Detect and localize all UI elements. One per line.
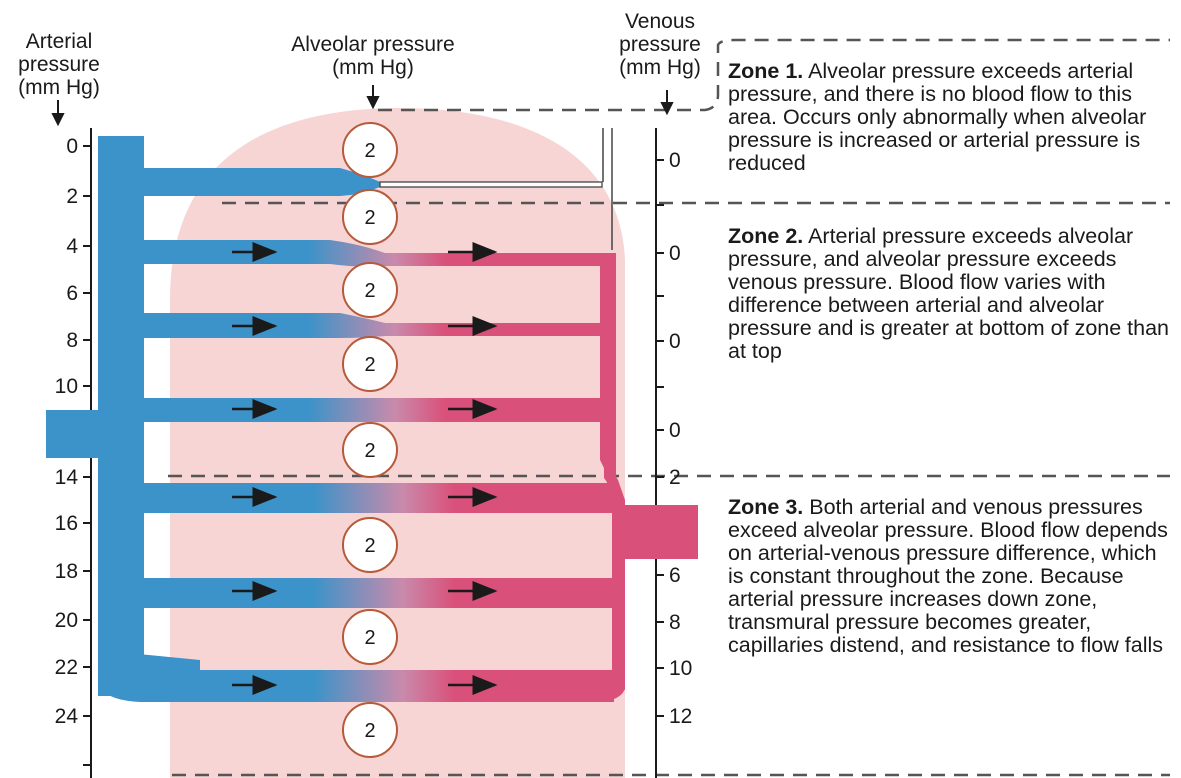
- arterial-header-line-2: pressure: [18, 53, 100, 76]
- zone-1-description: Zone 1. Alveolar pressure exceeds arteri…: [728, 60, 1178, 175]
- zone-2-description: Zone 2. Arterial pressure exceeds alveol…: [728, 225, 1178, 363]
- venous-tick-label: 2: [669, 466, 681, 489]
- alveolus-circle: [342, 609, 398, 665]
- venous-tick-label: 0: [669, 149, 681, 172]
- alveolar-pressure-label: 2: [364, 207, 375, 229]
- zone-1-title: Zone 1.: [728, 59, 804, 83]
- alveolar-pressure-label: 2: [364, 535, 375, 557]
- venous-trunk-main: [604, 253, 616, 478]
- arterial-pressure-header: Arterial pressure (mm Hg): [4, 30, 114, 99]
- vessel-zone2-c: [144, 398, 600, 422]
- zone-boundaries: [168, 38, 1170, 777]
- venous-tick-label: 0: [669, 242, 681, 265]
- alveolus-circle: [342, 122, 398, 178]
- alveolus-circle: [342, 189, 398, 245]
- venous-header-line-1: Venous: [624, 10, 696, 33]
- alveolar-header-line-2: (mm Hg): [332, 56, 414, 79]
- arterial-tick-label: 6: [66, 282, 78, 305]
- arterial-tick-label: 18: [55, 560, 78, 583]
- arterial-tick-label: 22: [55, 656, 78, 679]
- arterial-tick-label: 16: [55, 512, 78, 535]
- alveolar-pressure-label: 2: [364, 140, 375, 162]
- venous-tick-label: 10: [669, 657, 692, 680]
- arterial-inlet: [46, 410, 102, 458]
- vessel-zone1: [144, 168, 600, 196]
- zone-1-text: Alveolar pressure exceeds arterial press…: [728, 59, 1147, 175]
- vessel-zone3-a: [144, 483, 614, 513]
- venous-tick-label: 0: [669, 419, 681, 442]
- venous-header-line-3: (mm Hg): [619, 56, 701, 79]
- zone1-top-boundary: [378, 38, 1170, 112]
- alveolar-pressure-label: 2: [364, 440, 375, 462]
- arterial-tick-label: 0: [66, 135, 78, 158]
- arterial-header-line-1: Arterial: [25, 30, 93, 53]
- arterial-trunk: [98, 136, 144, 696]
- venous-ticks: 0 0 0 0 2 6 8 10 12: [656, 149, 692, 728]
- arterial-tick-label: 4: [66, 235, 78, 258]
- zone-3-text: Both arterial and venous pressures excee…: [728, 495, 1168, 657]
- zone-2-text: Arterial pressure exceeds alveolar press…: [728, 224, 1170, 363]
- arterial-tick-label: 24: [55, 705, 79, 728]
- venous-outlet: [660, 505, 698, 559]
- arterial-tick-label: 8: [66, 329, 78, 352]
- arterial-tick-label: 20: [55, 609, 78, 632]
- alveolus-circle: [342, 517, 398, 573]
- venous-tick-label: 8: [669, 611, 681, 634]
- zone-3-description: Zone 3. Both arterial and venous pressur…: [728, 496, 1178, 657]
- alveoli: 2 2 2 2 2 2 2 2: [342, 122, 398, 758]
- alveolar-pressure-header: Alveolar pressure (mm Hg): [268, 33, 478, 79]
- arterial-tick-label: 10: [55, 375, 78, 398]
- venous-tick-label: 6: [669, 564, 681, 587]
- arterial-tick-label: 2: [66, 185, 78, 208]
- vessel-frame: [602, 128, 613, 250]
- venous-header-line-2: pressure: [619, 33, 701, 56]
- header-arrows: [51, 85, 674, 127]
- alveolus-circle: [342, 336, 398, 392]
- zone-3-title: Zone 3.: [728, 495, 804, 519]
- venous-tick-label: 0: [669, 330, 681, 353]
- arterial-header-line-3: (mm Hg): [18, 76, 100, 99]
- alveolar-header-line-1: Alveolar pressure: [291, 33, 455, 56]
- alveolus-circle: [342, 262, 398, 318]
- venous-pressure-header: Venous pressure (mm Hg): [600, 10, 720, 79]
- vessel-zone3-c: [144, 670, 614, 702]
- arterial-tick-label: 14: [55, 466, 79, 489]
- alveolus-circle: [342, 422, 398, 478]
- flow-arrows: [232, 242, 498, 695]
- venous-tick-label: 12: [669, 705, 692, 728]
- alveolar-pressure-label: 2: [364, 354, 375, 376]
- alveolus-circle: [342, 702, 398, 758]
- alveolar-pressure-label: 2: [364, 280, 375, 302]
- lung-background: [170, 108, 625, 778]
- alveolar-pressure-label: 2: [364, 720, 375, 742]
- alveolar-pressure-label: 2: [364, 627, 375, 649]
- zone-2-title: Zone 2.: [728, 224, 804, 248]
- vessel-zone3-b: [144, 578, 614, 608]
